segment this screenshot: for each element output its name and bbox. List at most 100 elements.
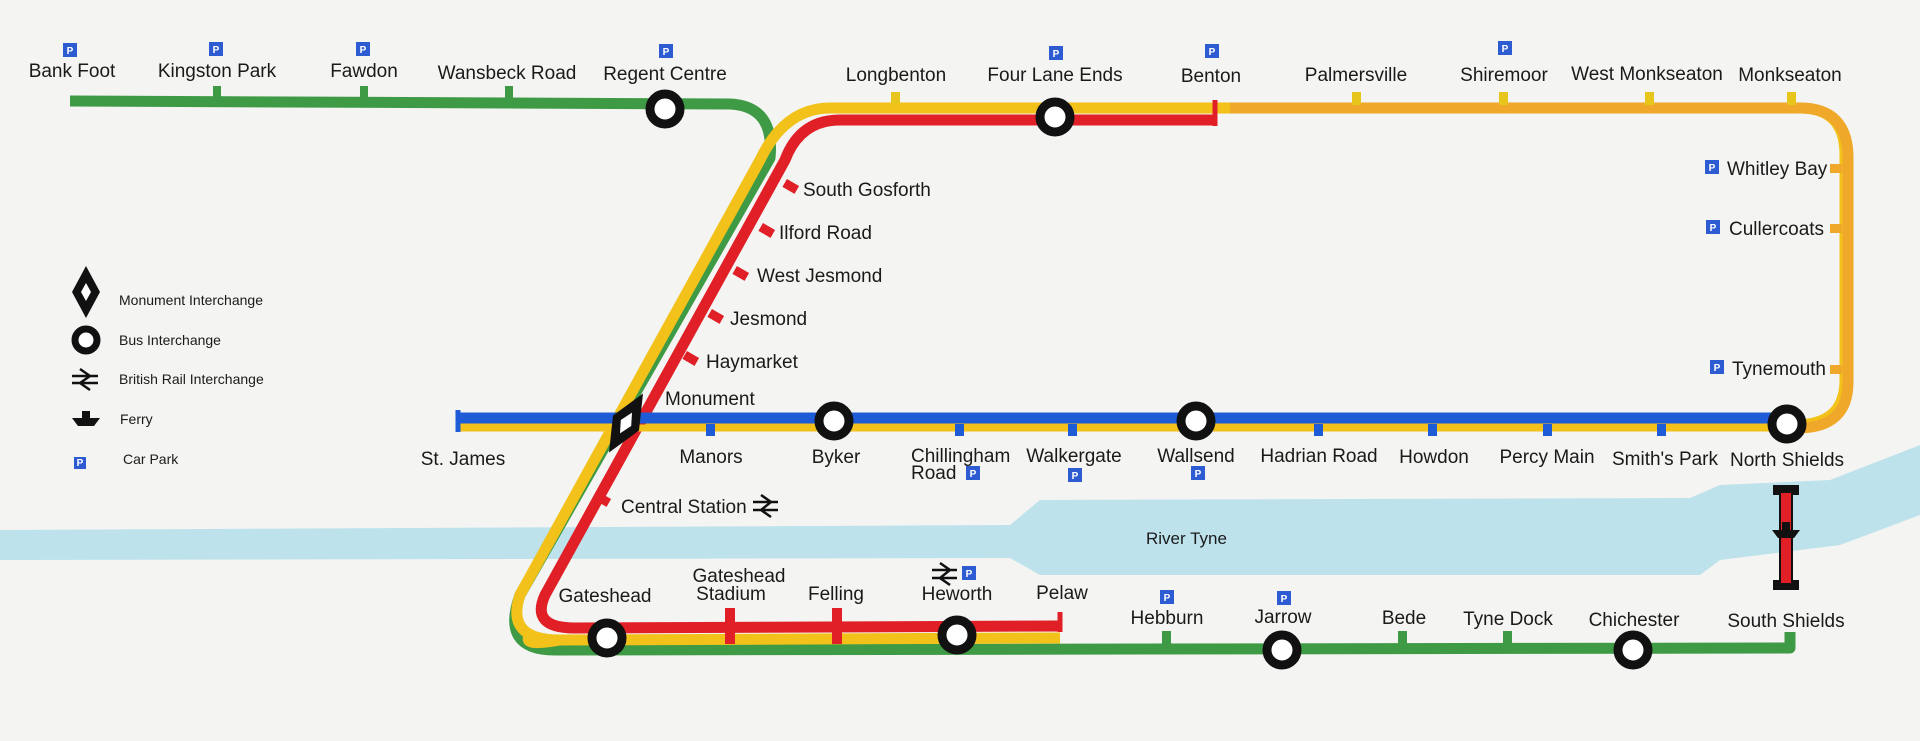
tick-chillingham-road bbox=[955, 424, 964, 436]
tick-gateshead-stadium bbox=[725, 608, 735, 644]
station-bank-foot: Bank Foot bbox=[29, 61, 116, 82]
monument-interchange-icon bbox=[609, 393, 643, 453]
car-park-four-lane-ends-icon: P bbox=[1049, 46, 1063, 60]
station-gateshead: Gateshead bbox=[559, 586, 652, 607]
tick-jesmond bbox=[707, 309, 725, 324]
car-park-fawdon-icon: P bbox=[356, 42, 370, 56]
river-east bbox=[1010, 445, 1920, 575]
legend: Monument Interchange Bus Interchange Bri… bbox=[71, 266, 264, 469]
svg-text:P: P bbox=[1710, 223, 1717, 234]
car-park-cullercoats-icon: P bbox=[1706, 220, 1720, 234]
station-felling: Felling bbox=[808, 584, 864, 605]
station-north-shields: North Shields bbox=[1730, 450, 1844, 471]
legend-car-park-label: Car Park bbox=[123, 451, 179, 467]
svg-text:P: P bbox=[1281, 594, 1288, 605]
line-red bbox=[535, 114, 1215, 634]
svg-text:P: P bbox=[1053, 49, 1060, 60]
station-pelaw: Pelaw bbox=[1036, 583, 1088, 604]
tick-central-station bbox=[594, 492, 612, 507]
bus-interchange-chichester bbox=[1613, 630, 1653, 670]
car-park-heworth-icon: P bbox=[962, 566, 976, 580]
river-west bbox=[0, 525, 1010, 560]
tick-fawdon bbox=[360, 86, 368, 98]
tick-tyne-dock bbox=[1503, 631, 1512, 644]
station-central-station: Central Station bbox=[621, 497, 747, 518]
station-wansbeck-road: Wansbeck Road bbox=[438, 63, 577, 84]
station-west-jesmond: West Jesmond bbox=[757, 266, 882, 287]
station-percy-main: Percy Main bbox=[1499, 447, 1594, 468]
station-south-gosforth: South Gosforth bbox=[803, 180, 931, 201]
station-tyne-dock: Tyne Dock bbox=[1463, 609, 1553, 630]
legend-british-rail-label: British Rail Interchange bbox=[119, 371, 264, 387]
bus-interchange-jarrow bbox=[1262, 630, 1302, 670]
tick-longbenton bbox=[891, 92, 900, 105]
station-st-james: St. James bbox=[421, 449, 505, 470]
station-monkseaton: Monkseaton bbox=[1738, 65, 1842, 86]
svg-text:P: P bbox=[1502, 44, 1509, 55]
british-rail-icon-heworth bbox=[932, 561, 957, 587]
station-labels: Bank Foot Kingston Park Fawdon Wansbeck … bbox=[29, 61, 1845, 632]
tick-smiths-park bbox=[1657, 424, 1666, 436]
svg-text:P: P bbox=[1714, 363, 1721, 374]
river-label: River Tyne bbox=[1146, 529, 1227, 548]
legend-ferry-icon bbox=[72, 411, 100, 426]
tick-west-monkseaton bbox=[1645, 92, 1654, 105]
station-four-lane-ends: Four Lane Ends bbox=[987, 65, 1122, 86]
svg-text:P: P bbox=[77, 458, 84, 469]
tick-kingston-park bbox=[213, 86, 221, 98]
svg-text:P: P bbox=[663, 47, 670, 58]
svg-text:P: P bbox=[1072, 471, 1079, 482]
station-gateshead-stadium-line1: Gateshead bbox=[693, 566, 786, 587]
bus-interchange-byker bbox=[814, 401, 854, 441]
bus-interchange-north-shields bbox=[1767, 404, 1807, 444]
station-howdon: Howdon bbox=[1399, 447, 1469, 468]
station-palmersville: Palmersville bbox=[1305, 65, 1407, 86]
bus-interchange-heworth bbox=[937, 615, 977, 655]
station-cullercoats: Cullercoats bbox=[1729, 219, 1824, 240]
station-ticks bbox=[213, 86, 1842, 644]
station-tynemouth: Tynemouth bbox=[1732, 359, 1826, 380]
car-park-kingston-park-icon: P bbox=[209, 42, 223, 56]
station-chillingham-road-line2: Road bbox=[911, 463, 956, 484]
station-byker: Byker bbox=[812, 447, 861, 468]
tick-monkseaton bbox=[1787, 92, 1796, 105]
svg-text:P: P bbox=[966, 569, 973, 580]
station-chillingham-road-line1: Chillingham bbox=[911, 446, 1010, 467]
station-shiremoor: Shiremoor bbox=[1460, 65, 1548, 86]
tick-palmersville bbox=[1352, 92, 1361, 105]
station-ilford-road: Ilford Road bbox=[779, 223, 872, 244]
legend-bus-icon bbox=[71, 325, 101, 355]
station-monument: Monument bbox=[665, 389, 755, 410]
station-bede: Bede bbox=[1382, 608, 1426, 629]
car-park-walkergate-icon: P bbox=[1068, 468, 1082, 482]
car-park-regent-centre-icon: P bbox=[659, 44, 673, 58]
car-park-jarrow-icon: P bbox=[1277, 591, 1291, 605]
tick-percy-main bbox=[1543, 424, 1552, 436]
tick-manors bbox=[706, 424, 715, 436]
tick-haymarket bbox=[682, 351, 700, 366]
station-hebburn: Hebburn bbox=[1131, 608, 1204, 629]
tick-tynemouth bbox=[1830, 365, 1842, 374]
station-benton: Benton bbox=[1181, 66, 1241, 87]
svg-text:P: P bbox=[970, 469, 977, 480]
river-tyne: River Tyne bbox=[0, 445, 1920, 575]
car-park-hebburn-icon: P bbox=[1160, 590, 1174, 604]
legend-ferry-label: Ferry bbox=[120, 411, 153, 427]
car-park-bank-foot-icon: P bbox=[63, 43, 77, 57]
station-wallsend: Wallsend bbox=[1157, 446, 1234, 467]
tick-south-gosforth bbox=[782, 179, 800, 194]
tick-west-jesmond bbox=[732, 266, 750, 281]
lines bbox=[69, 95, 1854, 656]
british-rail-icon-central bbox=[753, 493, 778, 519]
car-parks: P P P P P P P P P P P P P P P P bbox=[63, 41, 1724, 605]
legend-car-park-icon: P bbox=[74, 457, 86, 469]
svg-text:P: P bbox=[1209, 47, 1216, 58]
tick-hebburn bbox=[1162, 631, 1171, 644]
svg-text:P: P bbox=[213, 45, 220, 56]
station-manors: Manors bbox=[679, 447, 742, 468]
legend-monument-label: Monument Interchange bbox=[119, 292, 263, 308]
station-fawdon: Fawdon bbox=[330, 61, 398, 82]
car-park-wallsend-icon: P bbox=[1191, 466, 1205, 480]
ferry-icon bbox=[1772, 485, 1800, 590]
